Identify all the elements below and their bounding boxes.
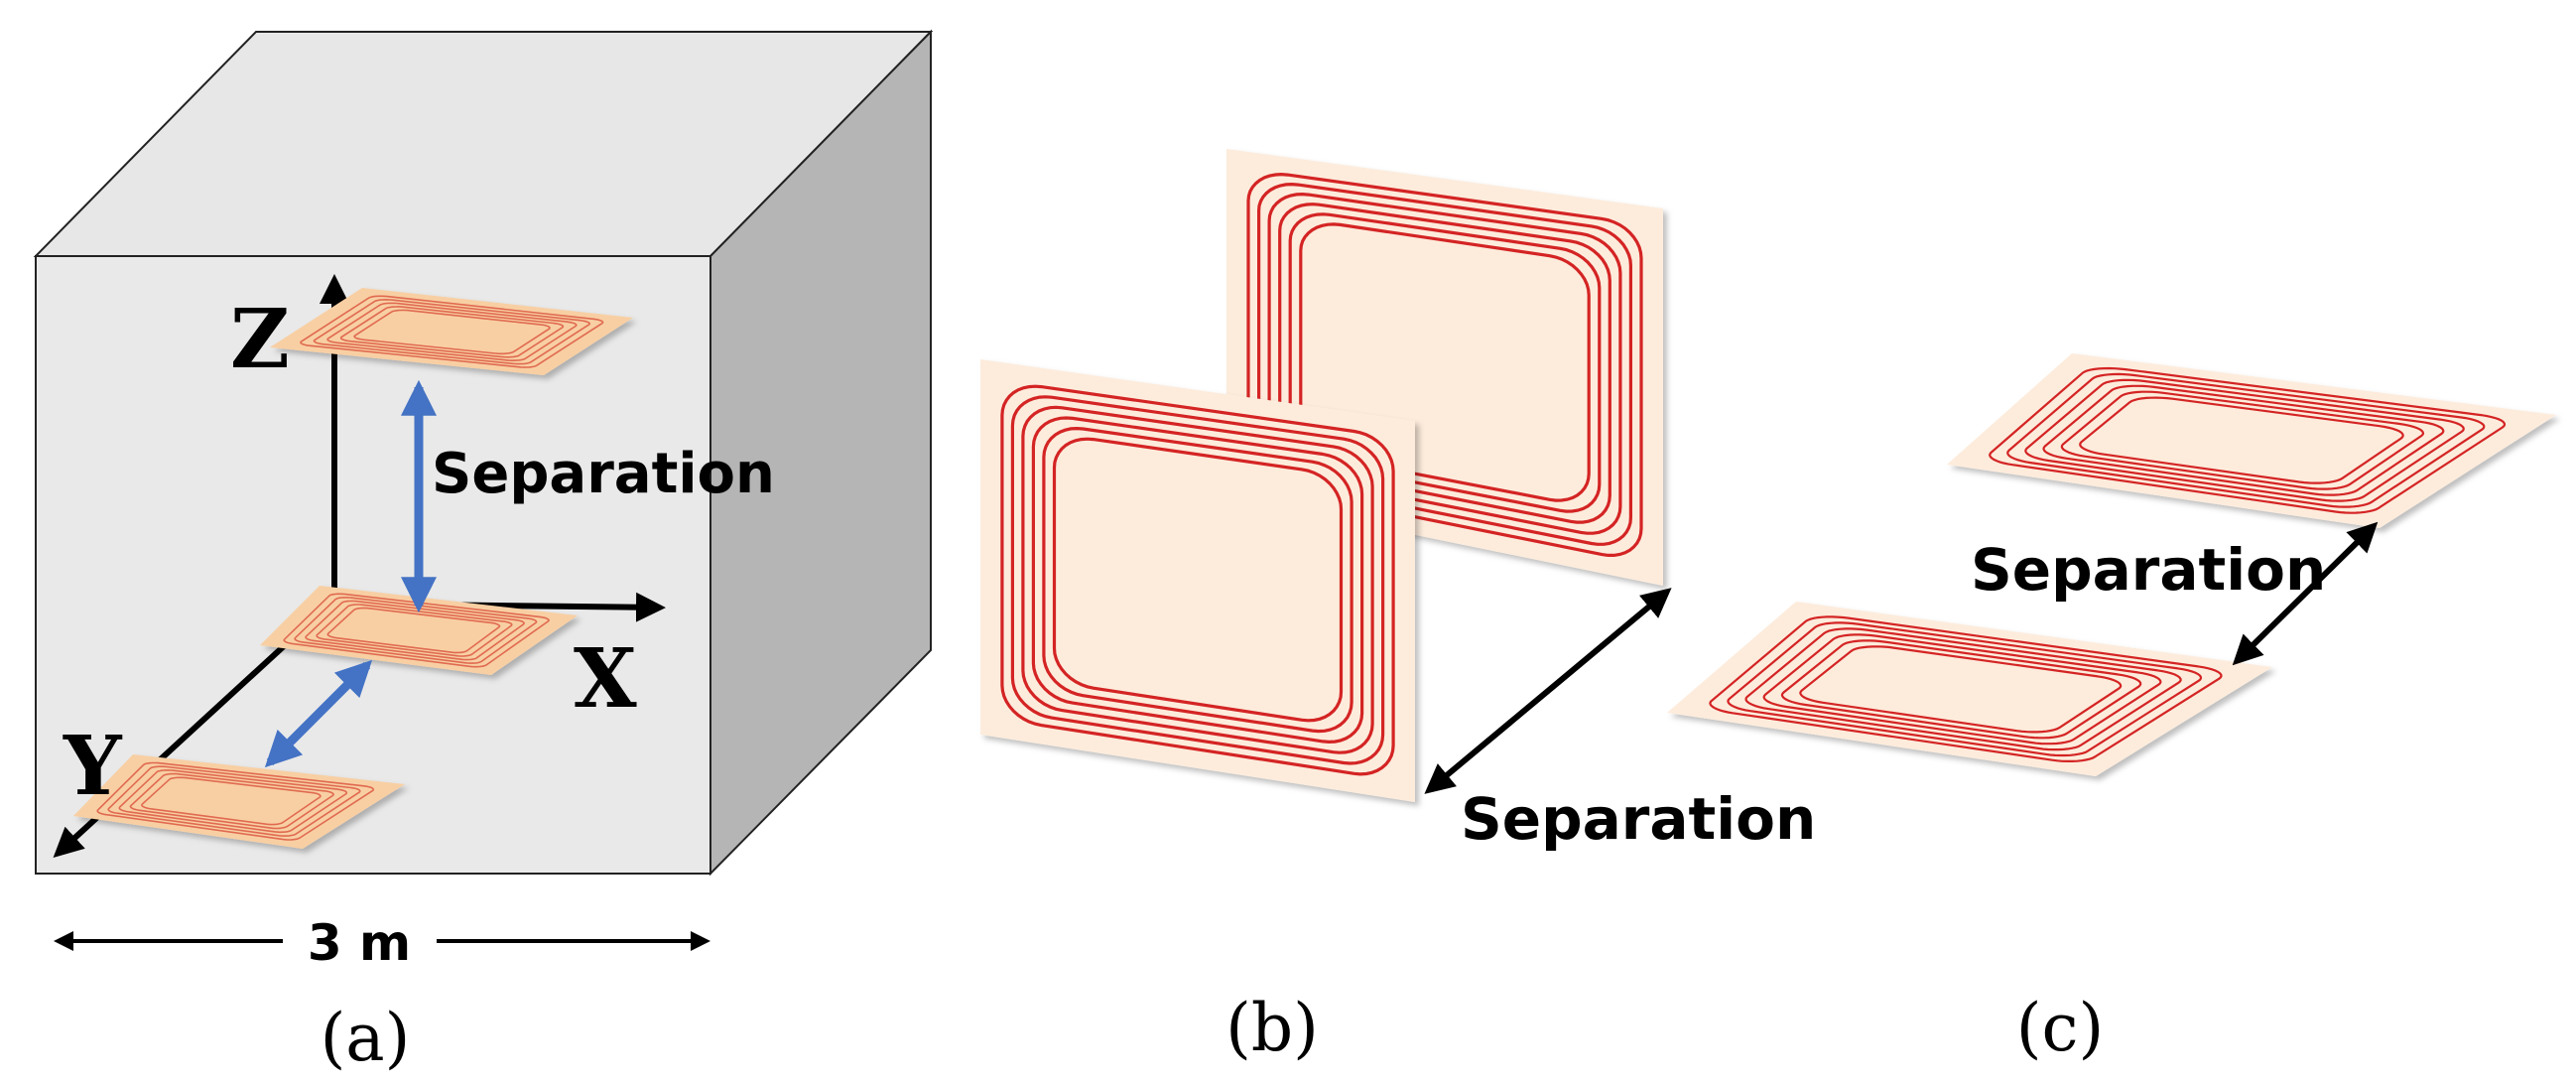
coil-turn [305, 600, 525, 661]
coil-turn [326, 607, 501, 654]
coil-turn [1762, 633, 2162, 745]
coil-plate-lower [1667, 602, 2272, 776]
separation-arrow-c [2232, 521, 2379, 666]
coil-turn [326, 302, 578, 361]
separation-label-a: Separation [432, 442, 775, 506]
coil-plate-substrate [73, 754, 405, 849]
coil-plate-substrate [1667, 602, 2272, 776]
separation-arrow-b [1424, 588, 1672, 794]
coil-turn [1799, 645, 2123, 734]
coil-turn [1052, 437, 1344, 723]
coil-plate-substrate [1947, 353, 2556, 528]
separation-label-b: Separation [1461, 785, 1816, 853]
coil-turn [300, 295, 604, 368]
coil-turn [1021, 405, 1374, 754]
caption-b: (b) [1225, 990, 1319, 1066]
coil-turn [2006, 372, 2486, 508]
coil-turn [1010, 395, 1385, 765]
coil-pad-z [270, 288, 633, 375]
coil-turn [1709, 615, 2223, 762]
axis-label-x: X [574, 631, 637, 727]
axis-label-y: Y [63, 719, 123, 814]
coil-turn [141, 776, 322, 826]
coil-turn [313, 298, 591, 365]
coil-turn [1780, 639, 2142, 740]
axis-label-z: Z [230, 292, 290, 387]
coil-turn [129, 772, 334, 830]
panel-c: Separation (c) [1667, 353, 2556, 1066]
separation-label-c: Separation [1971, 536, 2326, 604]
coil-turn [1727, 621, 2203, 757]
coil-turn [1000, 384, 1395, 776]
coil-plate-upper [1947, 353, 2556, 528]
coil-turn [283, 593, 550, 668]
coil-plate-substrate [260, 586, 578, 675]
panel-b: Separation (b) [980, 149, 1816, 1066]
separation-arrow-diagonal [264, 659, 373, 768]
panel-a: Z X Y Separation 3 m (a) [33, 29, 934, 1076]
coil-turn [96, 761, 375, 841]
coil-turn [353, 309, 551, 355]
dimension-label: 3 m [308, 914, 411, 972]
coil-turn [1031, 416, 1364, 745]
coil-turn [1989, 366, 2507, 514]
coil-turn [118, 769, 348, 834]
coil-pad-origin [260, 586, 578, 675]
coil-turn [294, 597, 538, 664]
coil-turn [1042, 426, 1353, 734]
coil-turn [2060, 390, 2425, 490]
coil-turn [339, 306, 565, 358]
coil-turn [2024, 378, 2465, 502]
caption-a: (a) [321, 1000, 411, 1076]
coil-plate-front [980, 359, 1415, 802]
coil-turn [316, 604, 513, 657]
coil-pad-y [73, 754, 405, 849]
coil-turn [2079, 396, 2404, 484]
coil-turn [1744, 627, 2182, 751]
caption-c: (c) [2016, 990, 2104, 1066]
coil-turn [2042, 384, 2445, 496]
coil-turn [107, 765, 361, 837]
